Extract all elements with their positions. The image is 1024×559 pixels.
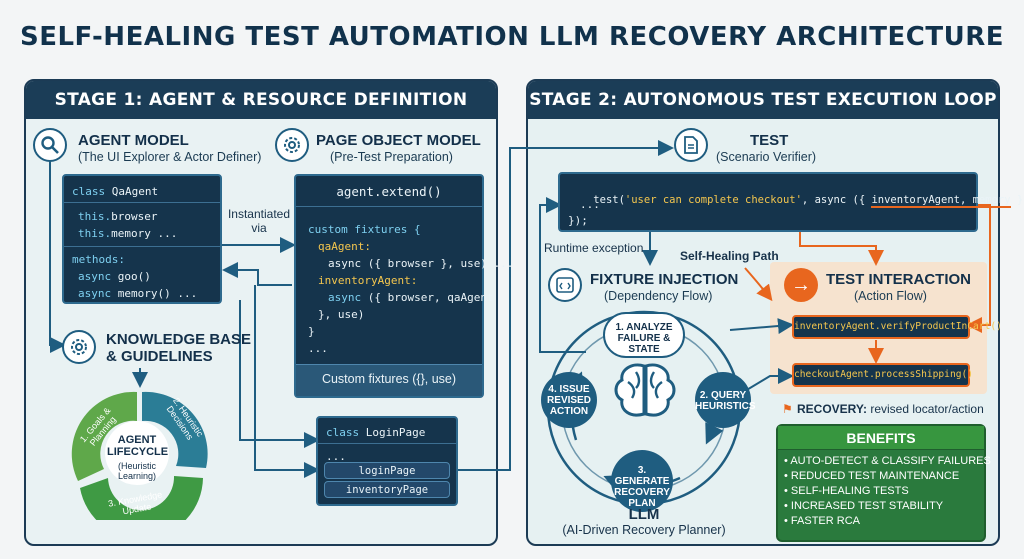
- code-class-name: QaAgent: [111, 185, 159, 198]
- stage2-header: STAGE 2: AUTONOMOUS TEST EXECUTION LOOP: [528, 81, 998, 119]
- code-async: async: [328, 291, 362, 304]
- login-page-pill: loginPage: [324, 462, 450, 479]
- test-code-block: test('user can complete checkout', async…: [558, 172, 1024, 232]
- code-use: }, use): [318, 308, 365, 321]
- flag-icon: ⚑: [782, 402, 793, 416]
- code-this: this.: [78, 227, 112, 240]
- custom-fixtures-footer: [296, 364, 482, 396]
- code-test-name: 'user can complete checkout': [624, 194, 802, 206]
- benefit-item: • FASTER RCA: [784, 515, 860, 527]
- arrow-right-icon: →: [784, 268, 818, 302]
- benefits-title: BENEFITS: [778, 426, 984, 450]
- stage1-header: STAGE 1: AGENT & RESOURCE DEFINITION: [26, 81, 496, 119]
- inventory-page-pill: inventoryPage: [324, 481, 450, 498]
- agent-extend-code-block: agent.extend() custom fixtures { qaAgent…: [294, 174, 513, 398]
- code-this: this.: [78, 210, 112, 223]
- instantiated-via-label: Instantiated via: [227, 207, 291, 235]
- code-method-goo: goo(): [111, 270, 151, 283]
- test-interaction-subtitle: (Action Flow): [854, 289, 927, 303]
- loop-step-analyze: [603, 312, 685, 358]
- code-qa-agent: qaAgent:: [318, 240, 371, 253]
- code-async: async: [78, 270, 112, 283]
- benefit-item: • SELF-HEALING TESTS: [784, 485, 909, 497]
- code-inventory-agent: inventoryAgent:: [318, 274, 418, 287]
- recovery-label: RECOVERY:: [797, 402, 868, 416]
- page-object-model-subtitle: (Pre-Test Preparation): [330, 150, 453, 164]
- loop-step-analyze-label: 1. ANALYZE FAILURE & STATE: [615, 322, 673, 355]
- loop-step-issue-label: 4. ISSUE REVISED ACTION: [547, 384, 591, 417]
- test-interaction-title: TEST INTERACTION: [826, 271, 971, 288]
- loop-step-query: [695, 372, 751, 428]
- code-custom-fixtures: custom fixtures {: [308, 223, 421, 236]
- self-healing-path-label: Self-Healing Path: [680, 249, 779, 263]
- code-close: });: [568, 214, 588, 227]
- document-icon: [674, 128, 708, 162]
- llm-subtitle: (AI-Driven Recovery Planner): [562, 523, 726, 537]
- code-methods: methods:: [72, 253, 125, 266]
- page-object-model-title: PAGE OBJECT MODEL: [316, 132, 481, 149]
- code-method-memory: memory() ...: [111, 287, 198, 300]
- knowledge-base-title: KNOWLEDGE BASE & GUIDELINES: [106, 331, 252, 365]
- code-async-args: , async ({: [801, 194, 872, 206]
- benefit-item: • INCREASED TEST STABILITY: [784, 500, 944, 512]
- settings-icon: [62, 330, 96, 364]
- search-icon: [33, 128, 67, 162]
- code-ellipsis: ...: [308, 342, 328, 355]
- loop-step-generate-label: 3. GENERATE RECOVERY PLAN: [614, 465, 670, 509]
- action-process-shipping: checkoutAgent.processShipping(): [792, 363, 973, 387]
- code-async: async: [78, 287, 112, 300]
- agent-model-title: AGENT MODEL: [78, 132, 189, 149]
- code-ellipsis: ...: [326, 450, 346, 463]
- custom-fixtures-footer-label: Custom fixtures ({}, use): [321, 372, 457, 386]
- agent-model-subtitle: (The UI Explorer & Actor Definer): [78, 150, 262, 164]
- code-icon: [548, 268, 582, 302]
- code-browser-qa-agent: ({ browser, qaAgent: [361, 291, 494, 304]
- runtime-exception-label: Runtime exception: [544, 241, 644, 255]
- action-verify-product: inventoryAgent.verifyProductInCart(): [792, 315, 1002, 339]
- code-fixture-args: inventoryAgent, memory: [871, 194, 1011, 208]
- benefit-item: • AUTO-DETECT & CLASSIFY FAILURES: [784, 455, 991, 467]
- lifecycle-center-sub: (Heuristic Learning): [117, 461, 157, 481]
- qa-agent-code-block: class QaAgent this.browser this.memory .…: [62, 174, 222, 304]
- fixture-injection-title: FIXTURE INJECTION: [590, 271, 739, 288]
- lifecycle-center-title: AGENT LIFECYCLE: [107, 434, 169, 458]
- extend-code-head: agent.extend(): [336, 184, 442, 199]
- code-test-fn: test(: [593, 194, 625, 206]
- recovery-text: revised locator/action: [867, 402, 984, 416]
- benefits-list: • AUTO-DETECT & CLASSIFY FAILURES • REDU…: [778, 450, 991, 533]
- code-close-brace: }: [308, 325, 315, 338]
- code-memory: memory ...: [111, 227, 178, 240]
- code-keyword: class: [326, 426, 360, 439]
- code-arrow: }) => {: [1016, 194, 1024, 206]
- test-subtitle: (Scenario Verifier): [716, 150, 817, 164]
- fixture-injection-subtitle: (Dependency Flow): [604, 289, 713, 303]
- test-title: TEST: [750, 132, 789, 149]
- code-browser: browser: [111, 210, 158, 223]
- loop-step-issue: [541, 372, 597, 428]
- code-async-browser: async ({ browser }, use) ...: [328, 257, 514, 270]
- benefit-item: • REDUCED TEST MAINTENANCE: [784, 470, 960, 482]
- code-ellipsis: ...: [580, 198, 600, 211]
- llm-title: LLM: [628, 506, 660, 523]
- benefits-box: BENEFITS • AUTO-DETECT & CLASSIFY FAILUR…: [776, 424, 991, 542]
- agent-lifecycle-ring: [71, 391, 208, 520]
- brain-icon: [614, 363, 676, 417]
- page-title: SELF-HEALING TEST AUTOMATION LLM RECOVER…: [20, 22, 1004, 52]
- code-login-page-class: LoginPage: [359, 426, 426, 439]
- loop-step-generate: [611, 450, 673, 512]
- code-keyword: class: [72, 185, 106, 198]
- gear-icon: [275, 128, 309, 162]
- loop-step-query-label: 2. QUERY HEURISTICS: [695, 390, 756, 412]
